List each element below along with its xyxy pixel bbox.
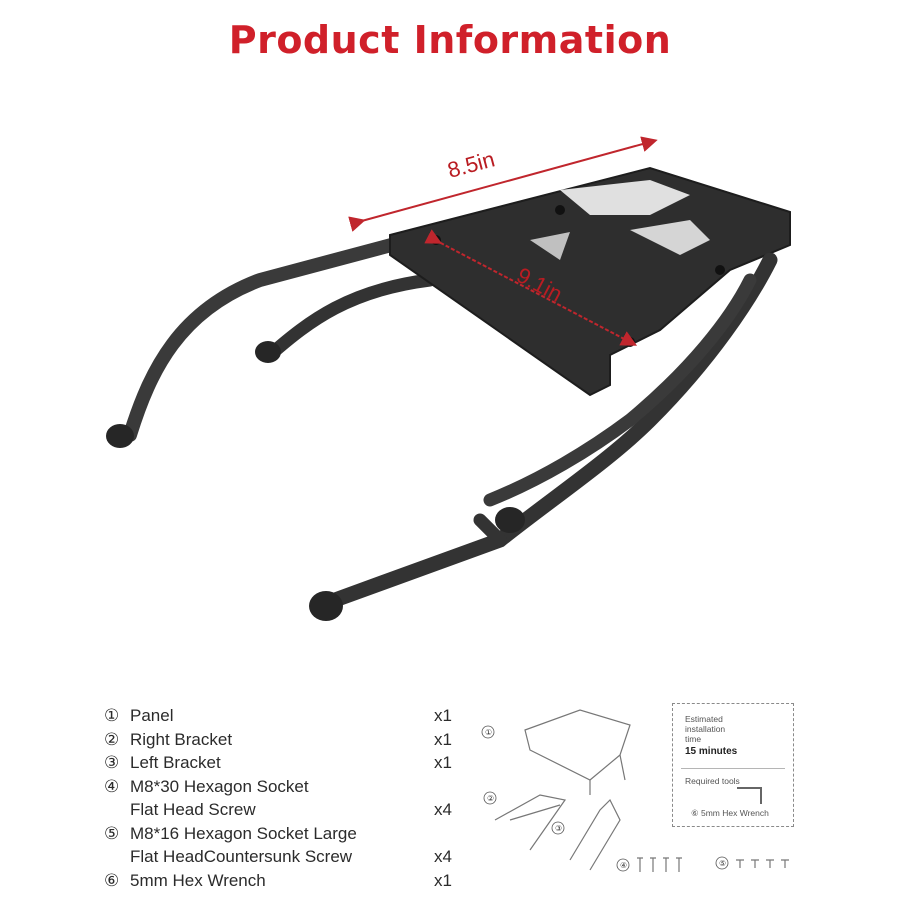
part-number xyxy=(104,845,130,869)
parts-list-item: ⑤ M8*16 Hexagon Socket Large xyxy=(104,822,464,846)
parts-list-item: ① Panel x1 xyxy=(104,704,464,728)
mount-end-1 xyxy=(106,424,134,448)
tools-label: Required tools xyxy=(685,776,740,786)
right-bracket-tube xyxy=(327,252,778,608)
part-number: ④ xyxy=(104,776,120,796)
part-number: ⑤ xyxy=(104,823,120,843)
length-dimension-label: 8.5in xyxy=(445,146,498,182)
inner-tube xyxy=(263,273,437,362)
part-name: Right Bracket xyxy=(130,729,233,749)
parts-list-item: ② Right Bracket x1 xyxy=(104,728,464,752)
part-quantity: x1 xyxy=(434,753,452,772)
callout-1: ① xyxy=(485,728,492,737)
part-number xyxy=(104,798,130,822)
parts-list-item: Flat HeadCountersunk Screw x4 xyxy=(104,845,464,869)
install-label-2: installation xyxy=(685,724,726,734)
install-label-1: Estimated xyxy=(685,714,723,724)
part-quantity: x1 xyxy=(434,706,452,725)
divider xyxy=(681,768,785,769)
parts-list: ① Panel x1 ② Right Bracket x1 ③ Left Bracket x1 ④… xyxy=(104,704,464,892)
part-quantity: x1 xyxy=(434,729,452,749)
mount-end-4 xyxy=(309,591,343,621)
part-number: ② xyxy=(104,729,120,749)
part-quantity: x4 xyxy=(434,847,452,866)
part-name: Flat HeadCountersunk Screw xyxy=(130,847,353,866)
part-quantity: x4 xyxy=(434,800,452,819)
parts-list-item: ③ Left Bracket x1 xyxy=(104,751,464,775)
hex-wrench-icon xyxy=(737,787,762,804)
parts-list-item: ④ M8*30 Hexagon Socket xyxy=(104,775,464,799)
installation-info-box: Estimated installation time 15 minutes R… xyxy=(672,703,794,827)
callout-4: ④ xyxy=(620,861,627,870)
m8-16-screws xyxy=(736,859,789,868)
part-name: M8*30 Hexagon Socket xyxy=(130,776,309,796)
install-time: 15 minutes xyxy=(685,746,738,757)
mount-end-3 xyxy=(495,507,525,533)
part-number: ① xyxy=(104,706,120,725)
luggage-rack-photo: 8.5in 9.1in xyxy=(106,136,791,621)
part-quantity: x1 xyxy=(434,870,452,890)
callout-5: ⑤ xyxy=(719,859,726,868)
m8-30-screws xyxy=(637,857,682,872)
part-number: ⑥ xyxy=(104,870,120,890)
part-name: Panel xyxy=(130,706,174,725)
parts-list-item: ⑥ 5mm Hex Wrench x1 xyxy=(104,869,464,893)
part-name: M8*16 Hexagon Socket Large xyxy=(130,823,357,843)
callout-3: ③ xyxy=(555,824,562,833)
left-bracket-tube xyxy=(123,233,417,442)
install-label-3: time xyxy=(685,734,702,744)
mount-end-2 xyxy=(255,341,281,363)
parts-list-item: Flat Head Screw x4 xyxy=(104,798,464,822)
part-name: 5mm Hex Wrench xyxy=(130,870,266,890)
exploded-diagram: ① ② ③ ④ ⑤ xyxy=(481,709,789,872)
part-number: ③ xyxy=(104,753,120,772)
page-title: Product Information xyxy=(228,18,672,62)
part-quantity xyxy=(434,775,464,799)
part-name: Flat Head Screw xyxy=(130,800,256,819)
tool-name: ⑥ 5mm Hex Wrench xyxy=(691,808,769,818)
part-quantity xyxy=(434,822,464,846)
callout-2: ② xyxy=(487,794,494,803)
part-name: Left Bracket xyxy=(130,753,221,772)
